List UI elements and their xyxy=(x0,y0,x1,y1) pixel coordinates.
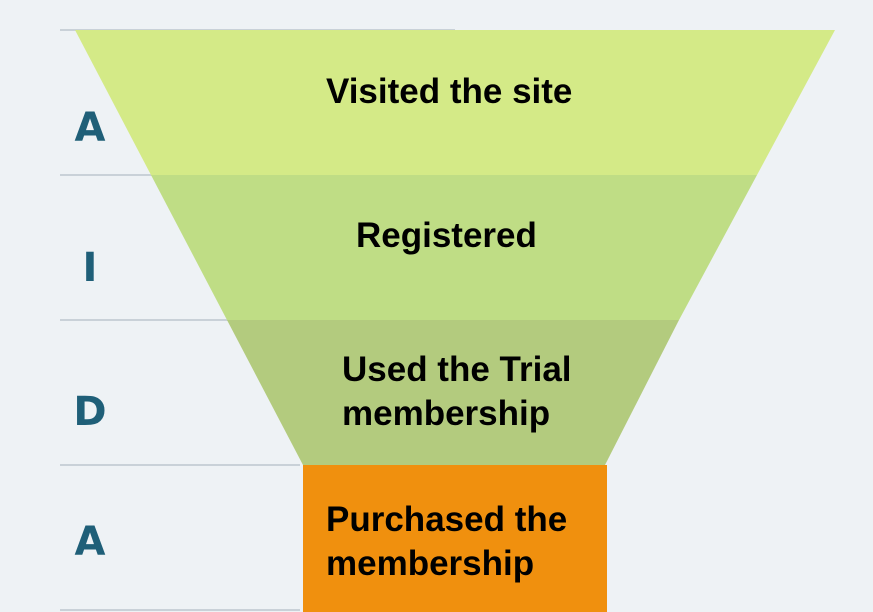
stage-label-line: Registered xyxy=(356,216,537,255)
stage-label-line: Purchased the xyxy=(326,500,568,539)
stage-label-line: membership xyxy=(342,394,551,433)
funnel-stage-desire xyxy=(227,320,679,465)
stage-label-registered: Registered xyxy=(356,214,537,258)
aida-letter-interest: I xyxy=(82,245,98,291)
funnel-stage-interest xyxy=(151,175,757,320)
stage-label-visited: Visited the site xyxy=(326,70,572,114)
aida-letter-desire: D xyxy=(73,389,107,435)
funnel-stage-awareness xyxy=(75,30,835,175)
stage-label-line: Visited the site xyxy=(326,72,573,111)
stage-label-purchased: Purchased the membership xyxy=(326,498,567,586)
funnel-stage-action xyxy=(303,465,607,612)
stage-label-trial: Used the Trial membership xyxy=(342,348,572,436)
aida-letter-attention: A xyxy=(74,105,106,151)
stage-label-line: Used the Trial xyxy=(342,350,572,389)
stage-label-line: membership xyxy=(326,544,535,583)
aida-letter-action: A xyxy=(74,519,106,565)
